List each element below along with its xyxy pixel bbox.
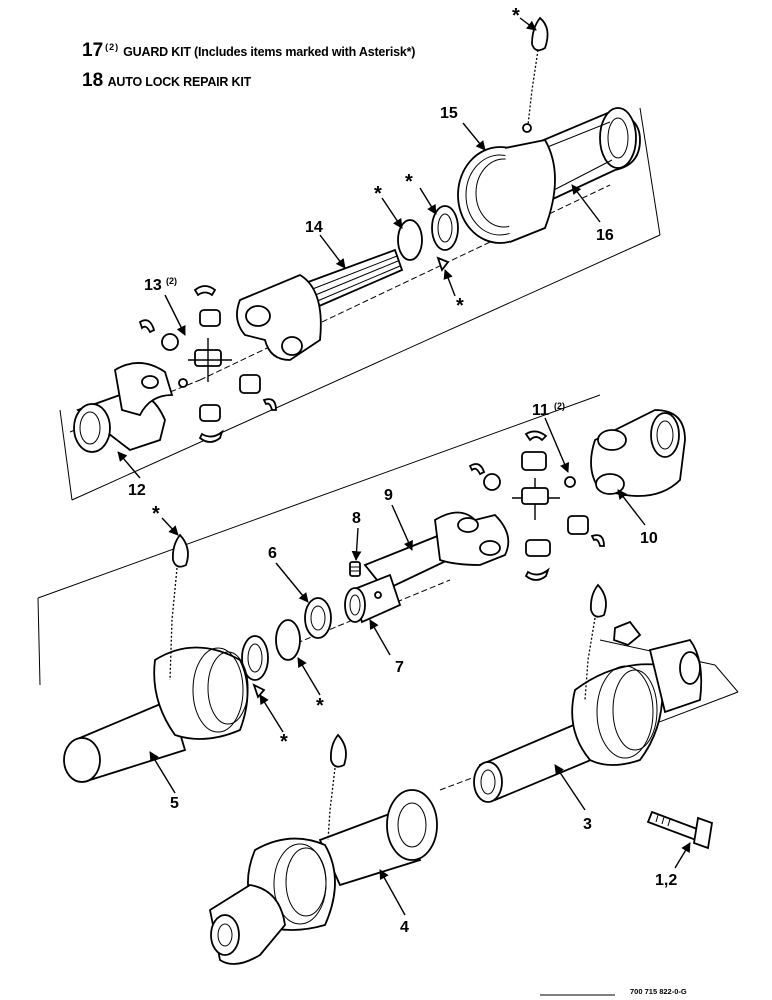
callout-12: 12	[128, 482, 146, 499]
part-13-cross-kit-upper	[138, 285, 277, 443]
callout-11: 11	[532, 402, 549, 419]
asterisk-marker: *	[456, 295, 464, 317]
safety-chain-top	[522, 16, 549, 133]
part-14-inner-yoke-shaft	[236, 248, 404, 361]
safety-chain-right	[584, 583, 607, 701]
part-4-outer-guard-tube	[208, 789, 438, 965]
callout-11-qty: (2)	[554, 401, 565, 411]
part-5-guard-tube-left	[63, 646, 249, 783]
drawing-code: 700 715 822-0-G	[630, 987, 687, 996]
part-8-lock-pin	[349, 561, 361, 577]
callout-13-qty: (2)	[166, 276, 177, 286]
part-3-inner-tube-guard	[473, 663, 664, 803]
callout-14: 14	[305, 219, 323, 236]
part-6-ring	[304, 597, 332, 639]
guard-bearing-rings-lower	[241, 619, 301, 699]
upper-group-outline	[59, 107, 661, 501]
safety-chain-left	[169, 533, 189, 681]
callout-1-2: 1,2	[655, 872, 677, 889]
guard-kit-qty: (2)	[105, 41, 120, 52]
quick-disconnect-yoke-right	[613, 620, 703, 714]
leader-lines	[117, 17, 691, 916]
asterisk-marker: *	[280, 731, 288, 753]
callout-7: 7	[395, 659, 404, 676]
auto-lock-kit-text: AUTO LOCK REPAIR KIT	[107, 75, 252, 89]
part-10-yoke-right	[590, 409, 686, 497]
part-1-2-bolt	[646, 810, 714, 850]
part-11-cross-kit-right	[468, 430, 605, 581]
asterisk-marker: *	[152, 503, 160, 525]
guard-kit-text: GUARD KIT (Includes items marked with As…	[123, 45, 416, 59]
callout-4: 4	[400, 919, 409, 936]
guard-bearing-rings-top	[397, 205, 459, 272]
callout-8: 8	[352, 510, 361, 527]
callout-10: 10	[640, 530, 658, 547]
callout-5: 5	[170, 795, 179, 812]
asterisk-marker: *	[316, 695, 324, 717]
part-12-yoke-upper	[73, 362, 174, 453]
callout-6: 6	[268, 545, 277, 562]
callout-16: 16	[596, 227, 614, 244]
auto-lock-kit-number: 18	[82, 70, 104, 91]
callout-15: 15	[440, 105, 458, 122]
callout-9: 9	[384, 487, 393, 504]
asterisk-marker: *	[512, 5, 520, 27]
asterisk-marker: *	[405, 171, 413, 193]
callout-3: 3	[583, 816, 592, 833]
auto-lock-kit-note: 18 AUTO LOCK REPAIR KIT	[82, 70, 251, 92]
asterisk-marker: *	[374, 183, 382, 205]
part-7-auto-lock-collar	[344, 573, 402, 624]
part-15-guard-cone	[457, 138, 556, 244]
guard-kit-number: 17	[82, 40, 104, 61]
callout-13: 13	[144, 277, 162, 294]
safety-chain-bottom	[327, 733, 347, 841]
guard-kit-note: 17(2)GUARD KIT (Includes items marked wi…	[82, 40, 415, 62]
